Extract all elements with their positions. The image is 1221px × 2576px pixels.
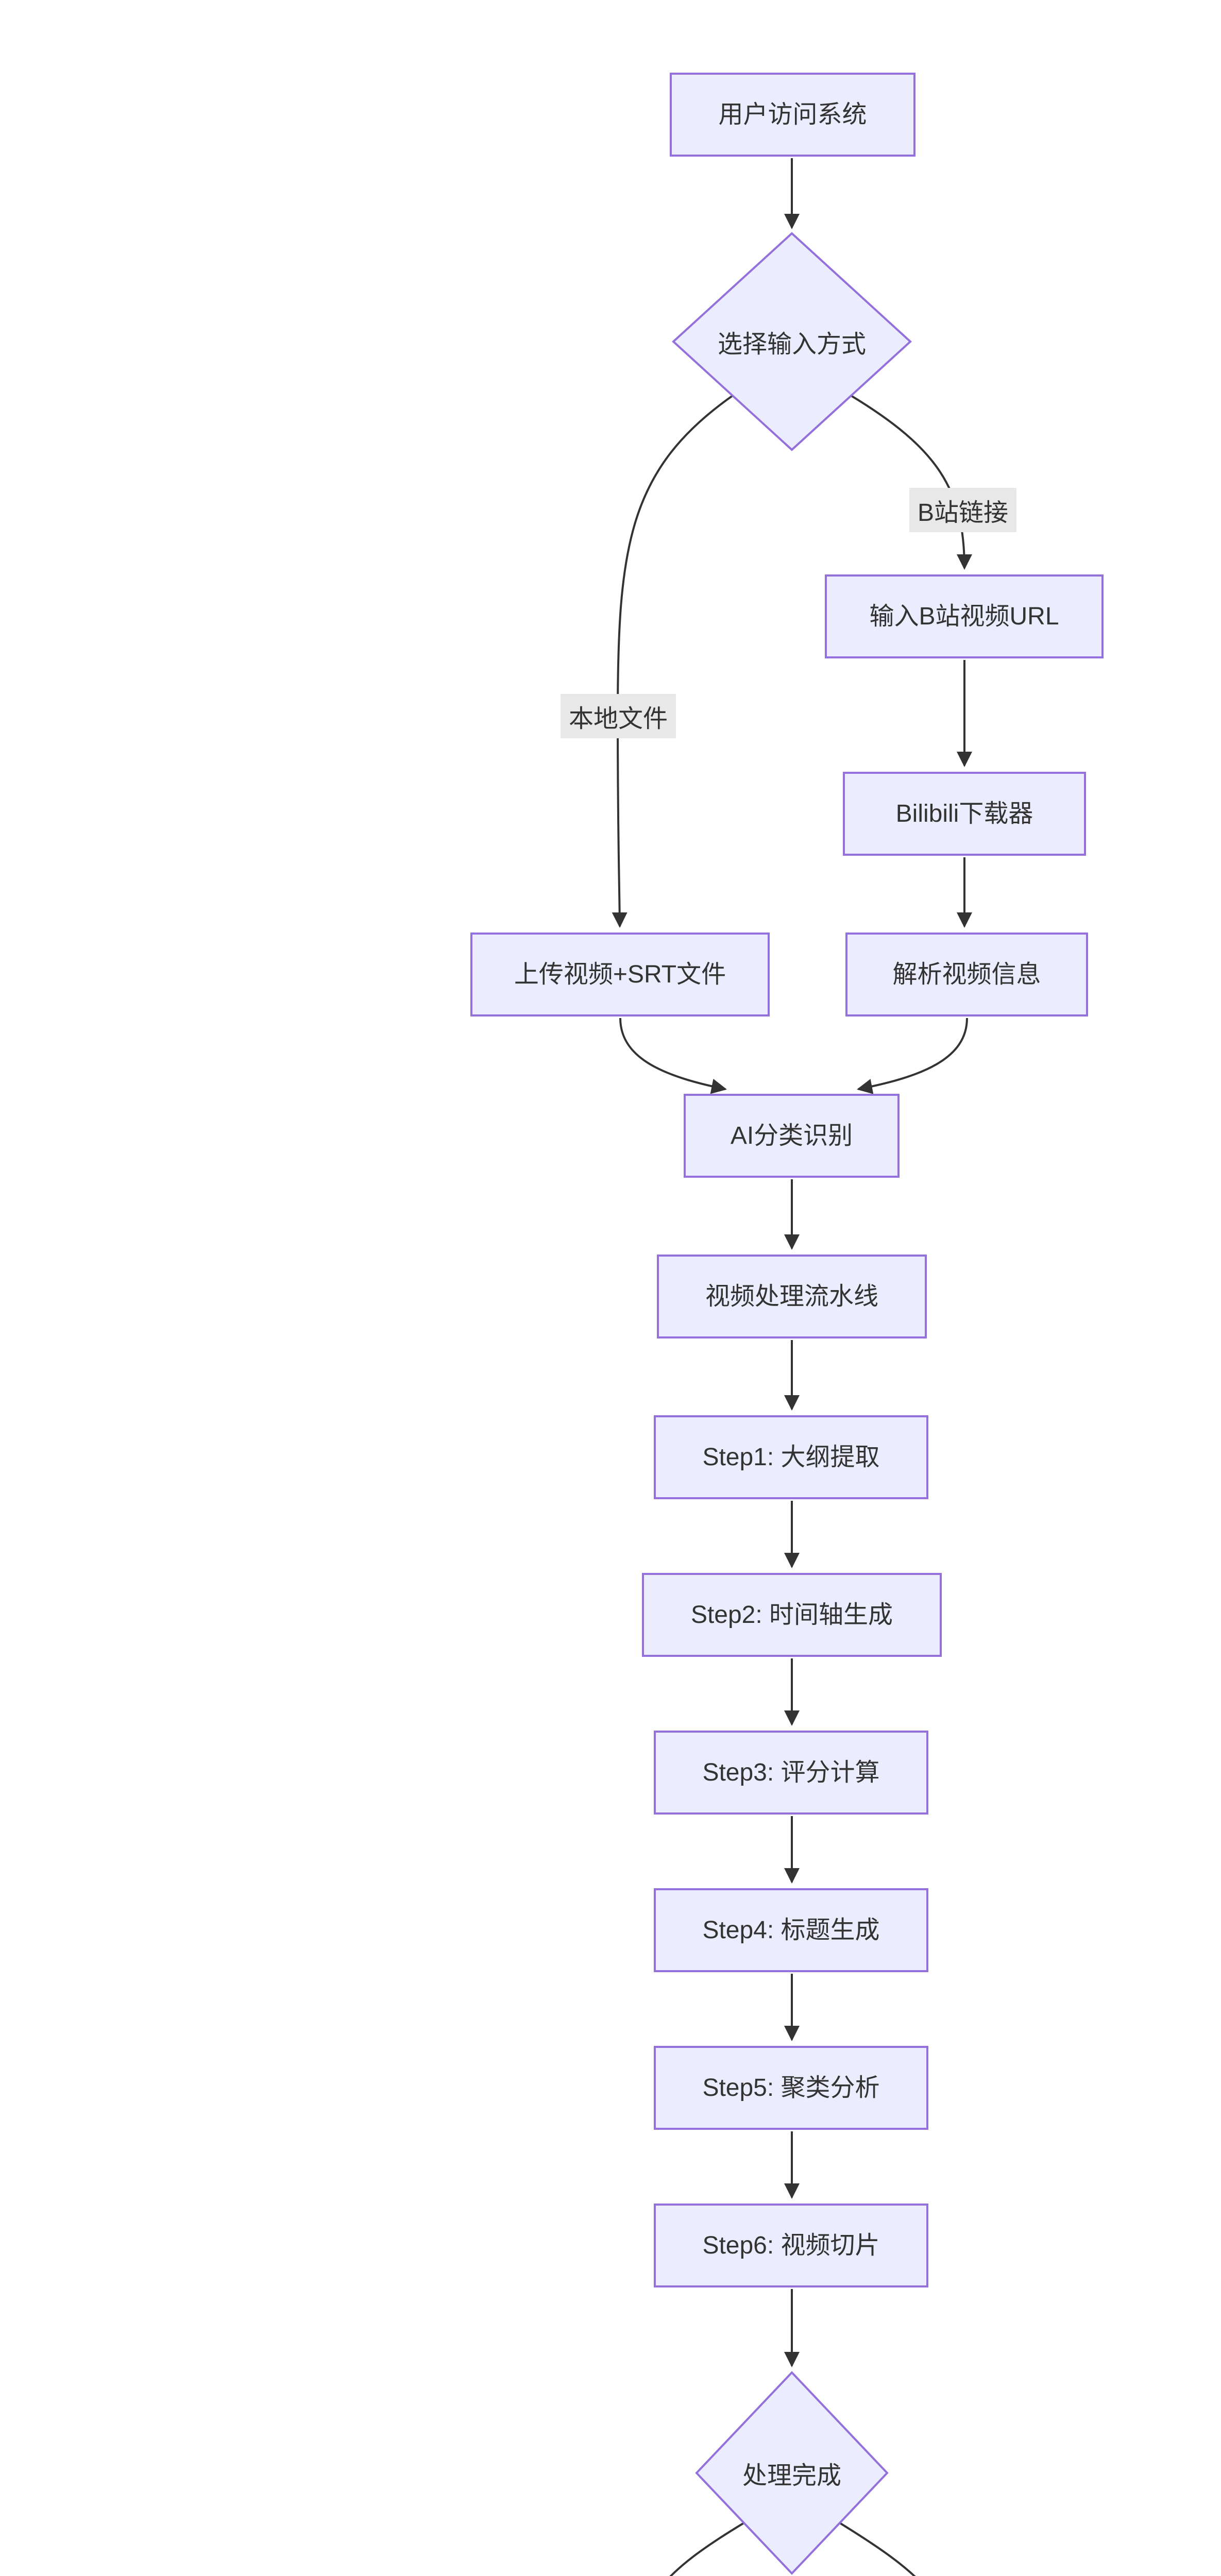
decision-done-check-shape	[695, 2371, 889, 2575]
node-pipeline: 视频处理流水线	[657, 1255, 927, 1338]
node-pipeline-label: 视频处理流水线	[705, 1282, 878, 1310]
node-start: 用户访问系统	[670, 73, 915, 157]
edge-done-to-error	[839, 2522, 916, 2576]
node-parse-info: 解析视频信息	[845, 933, 1088, 1016]
node-step5: Step5: 聚类分析	[654, 2046, 928, 2130]
node-downloader-label: Bilibili下载器	[895, 800, 1033, 827]
node-step3-label: Step3: 评分计算	[702, 1758, 880, 1786]
node-upload: 上传视频+SRT文件	[470, 933, 770, 1016]
node-ai-classify-label: AI分类识别	[730, 1122, 853, 1149]
node-step4: Step4: 标题生成	[654, 1888, 928, 1972]
node-step3: Step3: 评分计算	[654, 1731, 928, 1815]
node-step6-label: Step6: 视频切片	[702, 2231, 880, 2259]
node-downloader: Bilibili下载器	[843, 772, 1086, 856]
decision-done-check-label: 处理完成	[742, 2462, 842, 2489]
node-step1: Step1: 大纲提取	[654, 1415, 928, 1499]
edge-label-local-file: 本地文件	[560, 694, 676, 738]
edge-upload-to-ai	[619, 1018, 727, 1094]
node-step2: Step2: 时间轴生成	[642, 1573, 942, 1657]
node-url-input-label: 输入B站视频URL	[869, 602, 1059, 630]
edge-choice-to-url-input	[850, 395, 972, 570]
edge-choice-to-upload	[612, 395, 734, 928]
node-ai-classify: AI分类识别	[684, 1094, 900, 1178]
node-start-label: 用户访问系统	[718, 100, 867, 128]
node-step4-label: Step4: 标题生成	[702, 1916, 880, 1944]
node-url-input: 输入B站视频URL	[825, 574, 1104, 658]
node-step2-label: Step2: 时间轴生成	[690, 1601, 893, 1629]
edge-done-to-result	[669, 2522, 745, 2576]
node-step6: Step6: 视频切片	[654, 2204, 928, 2287]
node-upload-label: 上传视频+SRT文件	[514, 960, 726, 988]
decision-input-choice-label: 选择输入方式	[717, 331, 867, 358]
edge-label-bili-link: B站链接	[909, 488, 1017, 532]
edge-parse-to-ai	[857, 1018, 968, 1094]
node-step1-label: Step1: 大纲提取	[702, 1443, 880, 1471]
node-step5-label: Step5: 聚类分析	[702, 2074, 880, 2102]
decision-input-choice-shape	[672, 232, 912, 451]
node-parse-info-label: 解析视频信息	[892, 960, 1041, 988]
